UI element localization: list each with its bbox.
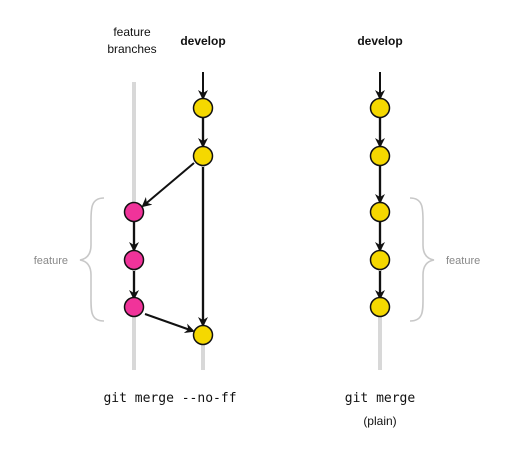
- commit-node-icon: [369, 145, 391, 167]
- commit-node-icon: [369, 296, 391, 318]
- caption-plain-line1: git merge: [345, 391, 416, 406]
- commit-node-icon: [192, 324, 214, 346]
- left-panel: feature branches develop feature git mer…: [34, 25, 237, 406]
- curly-brace-icon: [409, 197, 435, 322]
- develop-label-left: develop: [180, 34, 225, 48]
- commit-node-icon: [123, 296, 145, 318]
- right-panel: develop feature git merge (plain): [345, 34, 480, 428]
- commit-node-icon: [369, 201, 391, 223]
- feature-brace-label-right: feature: [446, 255, 480, 267]
- commit-node-icon: [369, 97, 391, 119]
- commit-node-icon: [192, 97, 214, 119]
- feature-branches-label-line2: branches: [107, 42, 156, 56]
- curly-brace-icon: [79, 197, 105, 322]
- commit-node-icon: [123, 249, 145, 271]
- arrow-icon: [141, 162, 195, 208]
- arrow-icon: [144, 313, 195, 334]
- caption-no-ff: git merge --no-ff: [103, 391, 236, 406]
- develop-label-right: develop: [357, 34, 402, 48]
- commit-node-icon: [192, 145, 214, 167]
- caption-plain-line2: (plain): [363, 414, 396, 428]
- feature-brace-label-left: feature: [34, 255, 68, 267]
- feature-branches-label-line1: feature: [113, 25, 151, 39]
- commit-node-icon: [369, 249, 391, 271]
- commit-node-icon: [123, 201, 145, 223]
